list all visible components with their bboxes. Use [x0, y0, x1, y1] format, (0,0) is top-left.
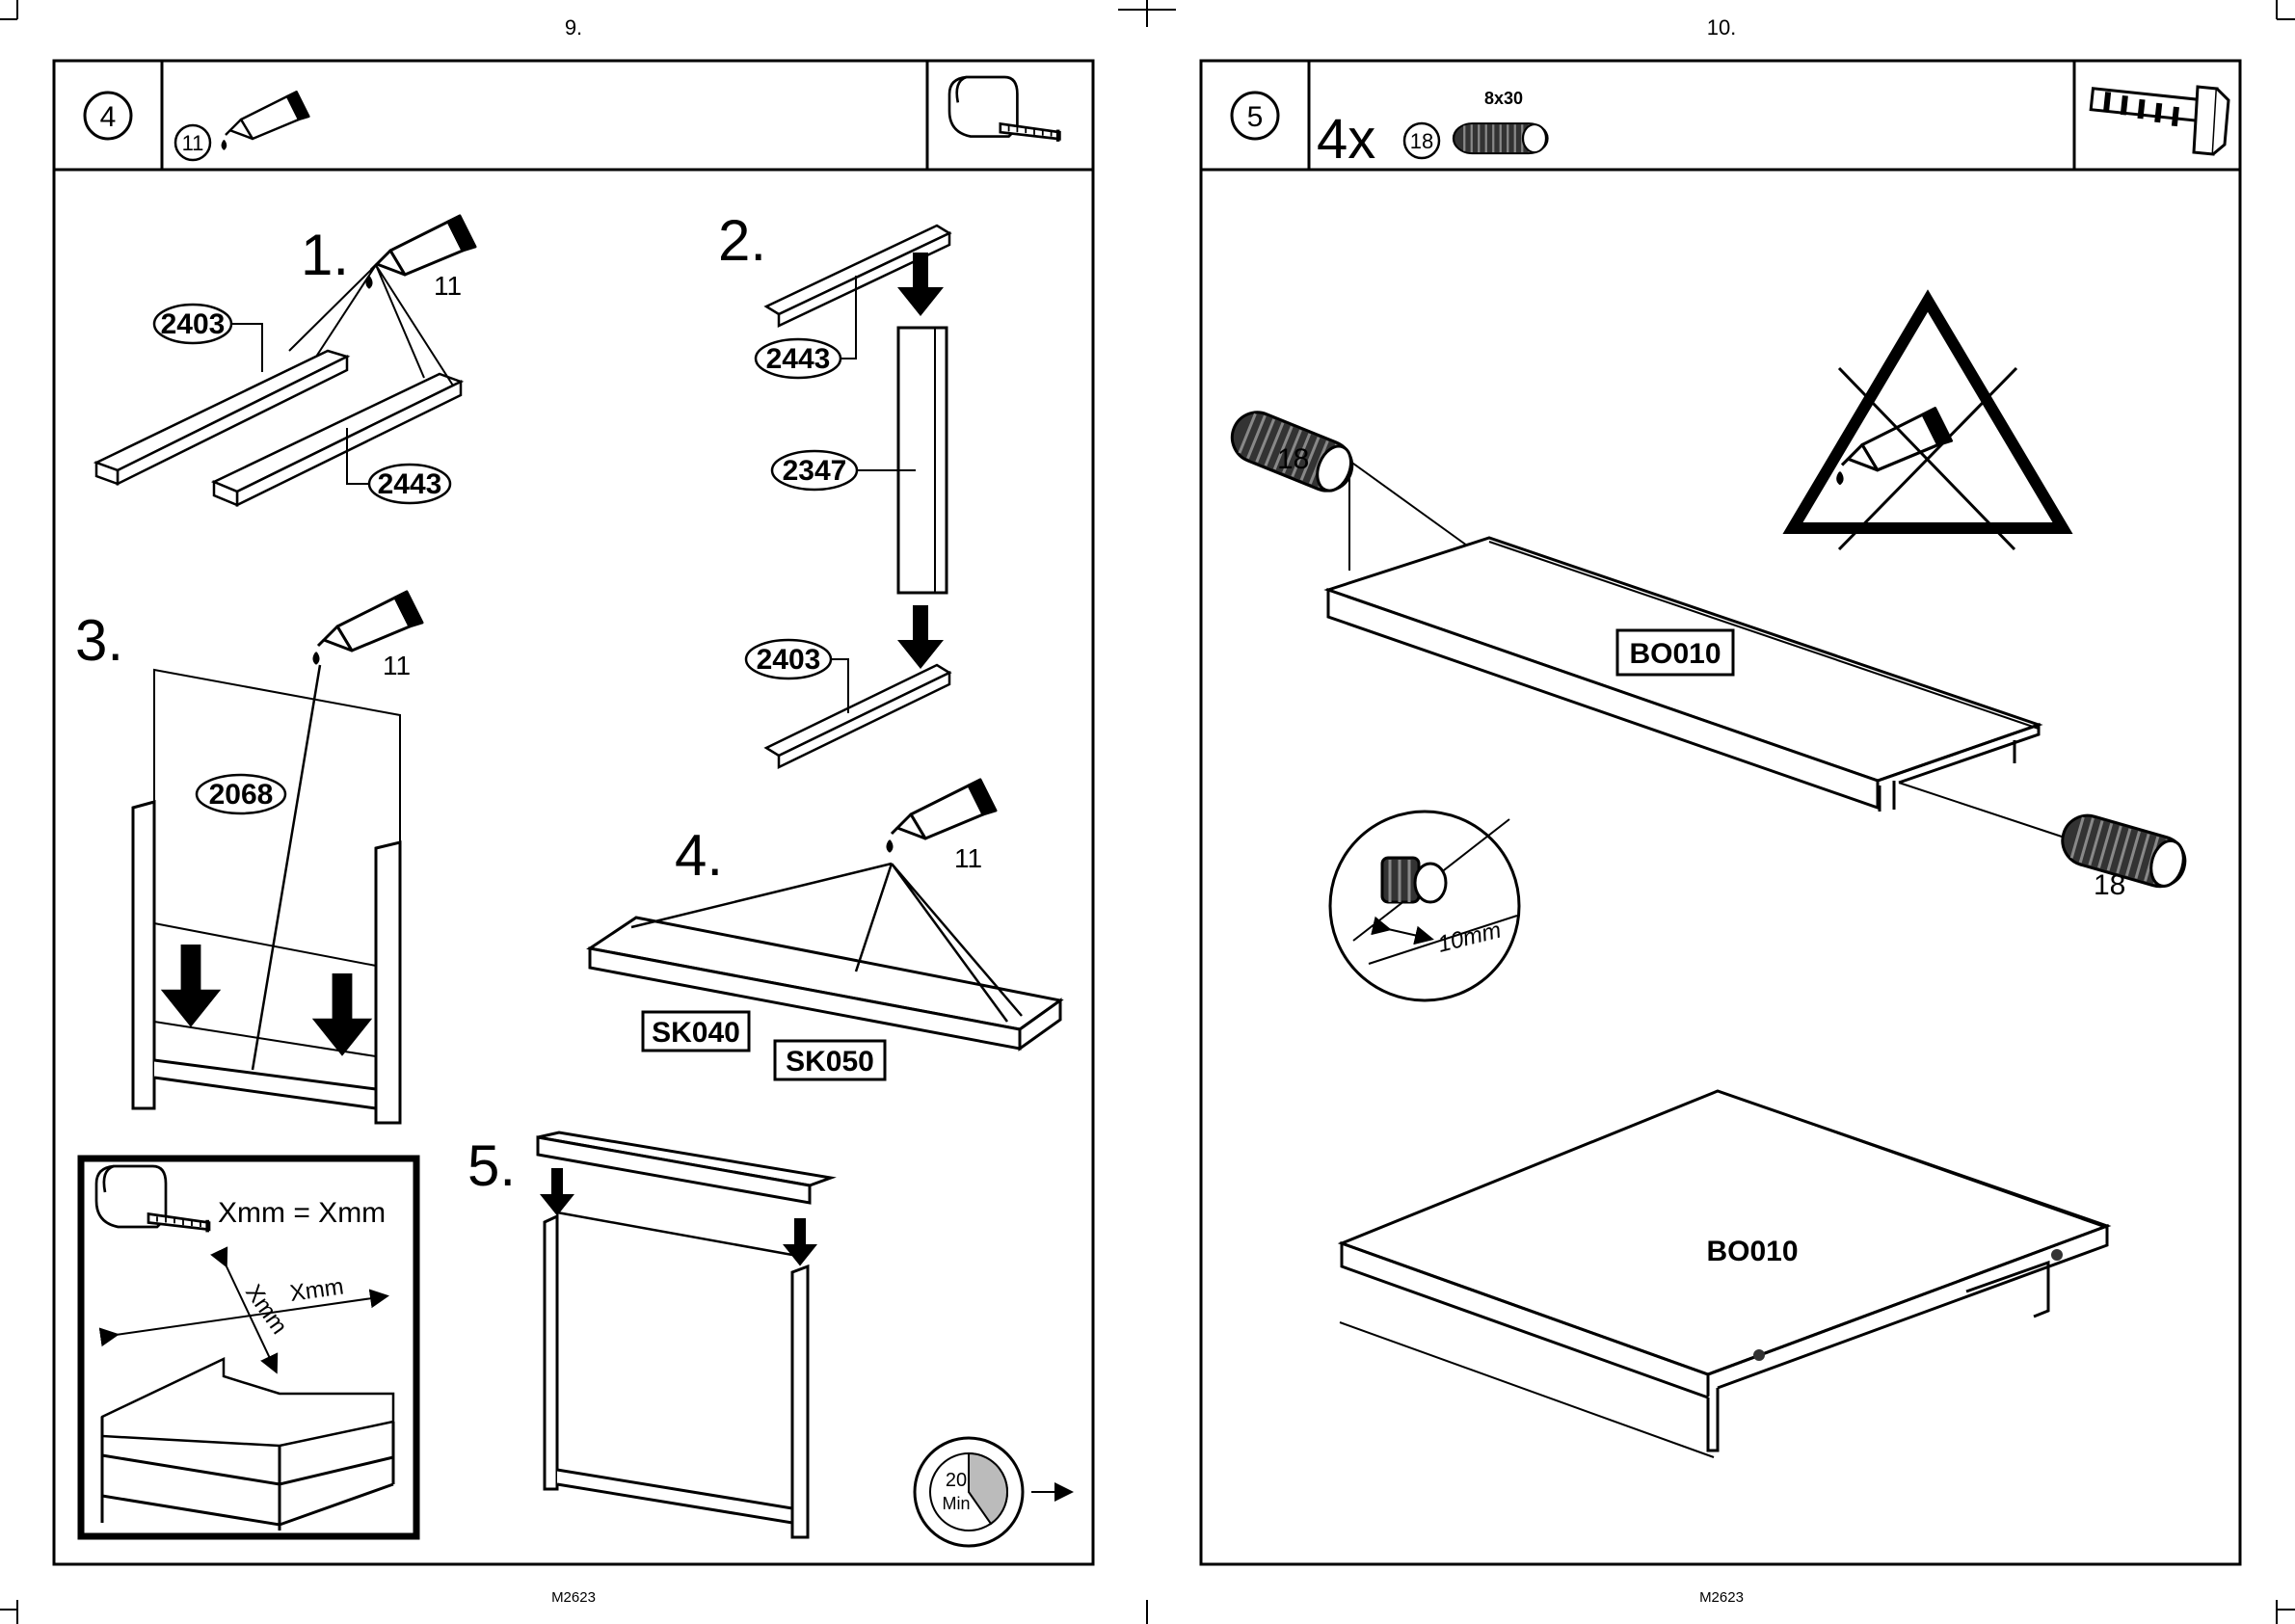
- dowel-label-1: 18: [1277, 443, 1309, 475]
- left-footer-code: M2623: [551, 1589, 596, 1606]
- substep-3-glue-label: 11: [383, 651, 411, 680]
- dowel-icon: [1454, 123, 1548, 153]
- substep-5-marker: 5.: [467, 1133, 516, 1198]
- down-arrow-icon: [783, 1218, 817, 1266]
- glue-tube-icon: [888, 780, 996, 851]
- right-header-qty: 4x: [1317, 108, 1375, 171]
- substep-4-marker: 4.: [675, 823, 723, 888]
- timer-icon: 20 Min: [915, 1438, 1070, 1546]
- left-page-number: 9.: [565, 15, 582, 40]
- hammer-icon: [2091, 87, 2228, 154]
- board-bottom: BO010: [1340, 1091, 2107, 1457]
- dowel-size: 8x30: [1484, 89, 1523, 108]
- part-sk040-label: SK040: [652, 1017, 740, 1049]
- substep-2: 2. 2443 2347 2403: [718, 208, 949, 767]
- board-top: BO010: [1328, 461, 2068, 839]
- measuring-tape-icon: [949, 77, 1059, 142]
- part-2068-label: 2068: [209, 779, 274, 811]
- glue-tube-icon: [223, 92, 309, 148]
- substep-1-glue-label: 11: [434, 271, 462, 301]
- substep-4: 4. 11 SK040 SK050: [590, 780, 1060, 1079]
- dowel-depth-inset: 10mm: [1330, 812, 1519, 1000]
- right-page: 10. M2623 5 4x 18 8x30: [1201, 15, 2240, 1606]
- part-2347-label: 2347: [783, 455, 847, 487]
- substep-3-marker: 3.: [75, 608, 123, 673]
- timer-unit: Min: [942, 1494, 970, 1513]
- left-step-number: 4: [100, 101, 117, 133]
- measure-inset: Xmm = Xmm Xmm Xmm: [81, 1158, 416, 1536]
- board-bottom-label: BO010: [1706, 1236, 1798, 1267]
- substep-5: 5.: [467, 1132, 831, 1537]
- substep-1: 1. 11 2403 2443: [96, 216, 475, 505]
- board-top-label: BO010: [1629, 638, 1721, 670]
- right-header-part-qty: 18: [1410, 129, 1433, 153]
- down-arrow-icon: [897, 605, 944, 669]
- down-arrow-icon: [312, 973, 372, 1056]
- part-2443-label: 2443: [378, 468, 442, 500]
- substep-2-marker: 2.: [718, 208, 766, 273]
- down-arrow-icon: [540, 1168, 574, 1216]
- substep-1-marker: 1.: [301, 223, 349, 287]
- part-2403-label-2: 2403: [757, 644, 821, 676]
- timer-value: 20: [946, 1470, 967, 1491]
- right-page-number: 10.: [1707, 15, 1737, 40]
- part-sk050-label: SK050: [786, 1046, 874, 1078]
- substep-3: 3. 11 2068: [75, 592, 422, 1123]
- no-glue-warning-icon: [1793, 301, 2063, 549]
- right-footer-code: M2623: [1699, 1589, 1744, 1606]
- right-step-number: 5: [1247, 101, 1264, 133]
- left-page: 9. M2623 4 11 1. 11 2403: [54, 15, 1093, 1606]
- measure-formula: Xmm = Xmm: [218, 1197, 386, 1229]
- down-arrow-icon: [161, 945, 221, 1027]
- substep-4-glue-label: 11: [954, 843, 982, 873]
- part-2443-label-2: 2443: [766, 343, 831, 375]
- left-header-part-qty: 11: [182, 131, 204, 155]
- dowel-label-2: 18: [2094, 869, 2125, 901]
- part-2403-label: 2403: [161, 308, 226, 340]
